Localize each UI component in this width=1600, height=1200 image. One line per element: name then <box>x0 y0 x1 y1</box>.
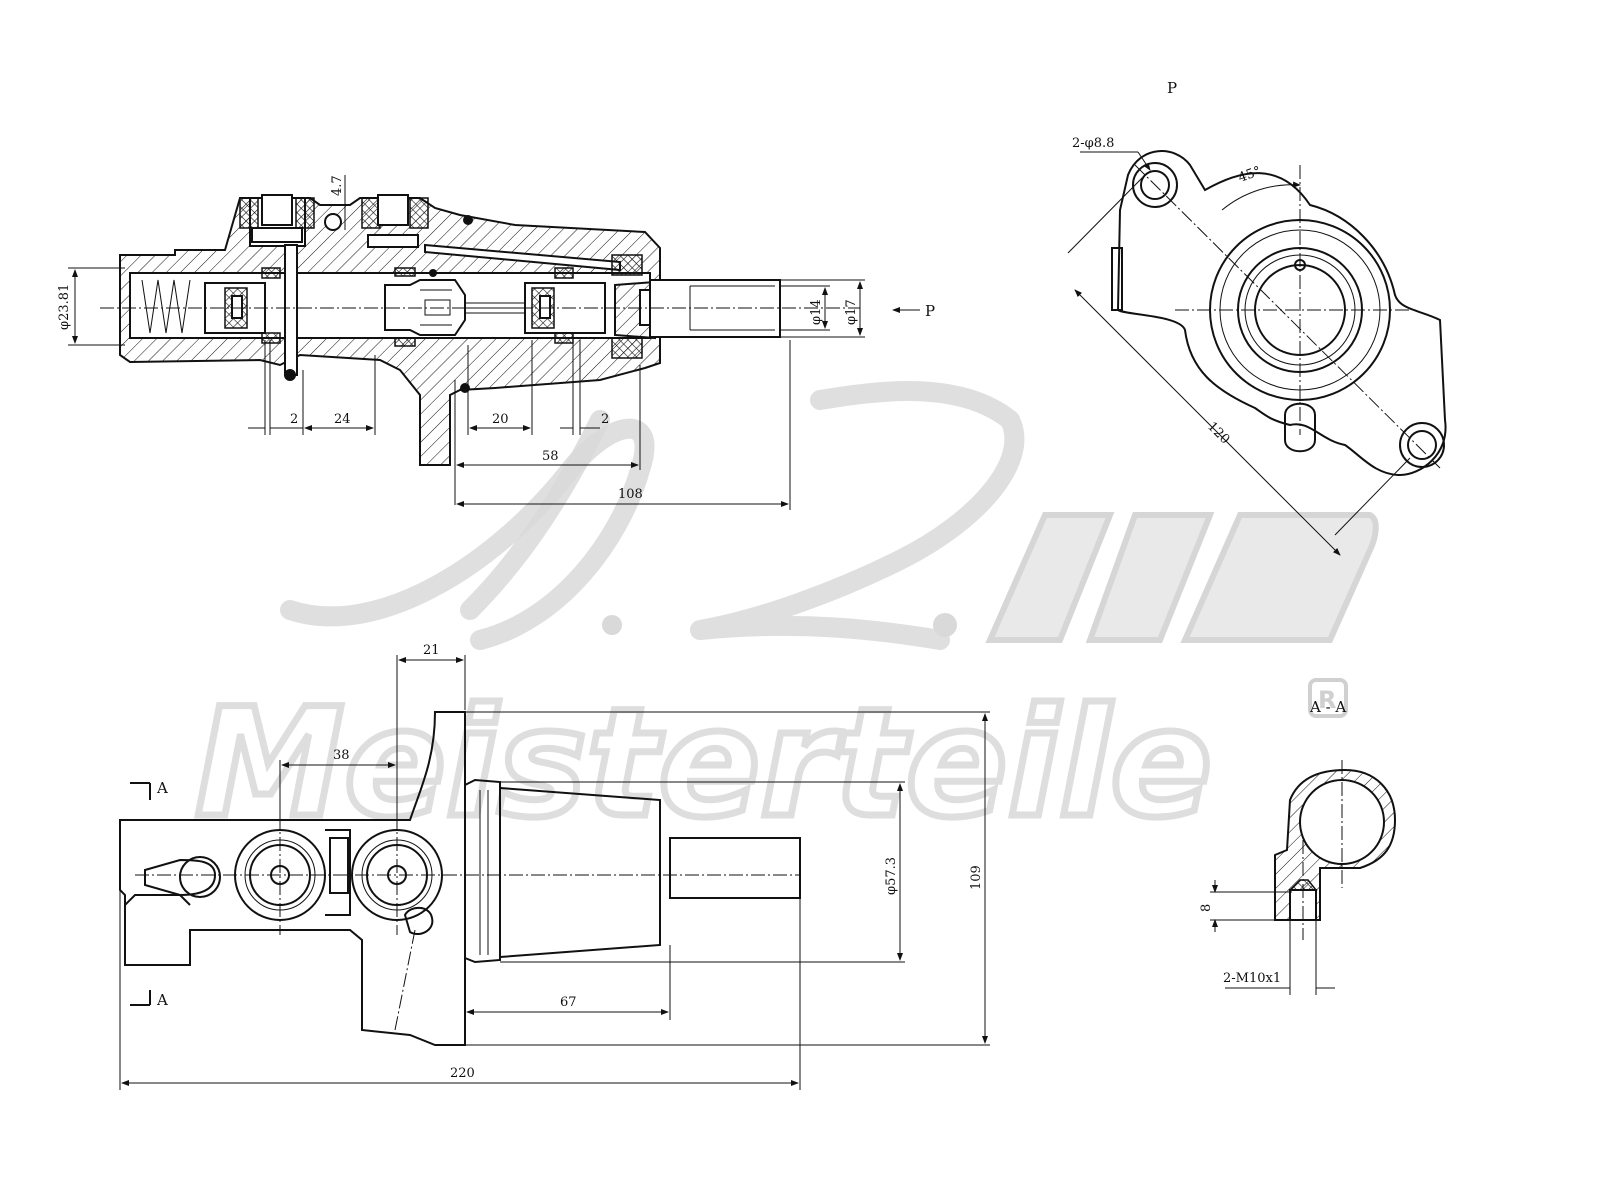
section-mark-bottom: A <box>156 991 168 1009</box>
dim-port-offset: 4.7 <box>330 175 345 196</box>
watermark-logo-blocks <box>985 512 1379 643</box>
hole-callout: 2-φ8.8 <box>1072 136 1114 151</box>
section-dimensions: φ23.81 4.7 φ14 φ17 P 2 24 <box>57 175 935 510</box>
dim-length-58: 58 <box>542 449 559 464</box>
flange-view-title: P <box>1167 79 1177 97</box>
dim-length-220: 220 <box>450 1066 475 1081</box>
dim-gap-left: 2 <box>290 412 298 427</box>
dim-section-8: 8 <box>1199 904 1214 912</box>
dim-outer-diameter: φ17 <box>844 299 859 325</box>
section-mark-top: A <box>156 779 168 797</box>
dim-length-21: 21 <box>423 643 440 658</box>
flange-view: P 120 45° 2-φ8.8 <box>1067 79 1447 556</box>
section-aa-view: A - A 8 2-M10x1 <box>1199 698 1397 995</box>
dim-length-38: 38 <box>333 748 350 763</box>
thread-callout: 2-M10x1 <box>1223 971 1281 986</box>
dim-length-20: 20 <box>492 412 509 427</box>
dim-bore: φ23.81 <box>57 284 72 330</box>
watermark-brand: Meisterteile <box>195 677 1212 851</box>
load-direction-label: P <box>925 302 935 320</box>
registered-mark: R <box>1308 678 1348 718</box>
dim-gap-right: 2 <box>601 412 609 427</box>
svg-text:R: R <box>1318 686 1336 714</box>
plan-view: A A 21 38 φ57.3 109 67 220 <box>119 643 990 1090</box>
dim-height-109: 109 <box>969 865 984 890</box>
dim-inner-diameter: φ14 <box>809 299 824 325</box>
section-view: φ23.81 4.7 φ14 φ17 P 2 24 <box>57 175 935 510</box>
dim-length-24: 24 <box>334 412 351 427</box>
flange-outline <box>1116 150 1447 477</box>
section-aa-title: A - A <box>1309 698 1346 716</box>
plan-dimensions: 21 38 φ57.3 109 67 220 <box>119 643 990 1090</box>
dim-hole-angle: 45° <box>1236 164 1263 186</box>
watermark-monogram-graphic <box>280 381 1025 650</box>
dim-length-108: 108 <box>618 487 643 502</box>
return-spring <box>141 279 191 334</box>
dim-length-67: 67 <box>560 995 577 1010</box>
plan-body-outline <box>119 711 466 1046</box>
dim-diameter-57: φ57.3 <box>884 857 899 895</box>
